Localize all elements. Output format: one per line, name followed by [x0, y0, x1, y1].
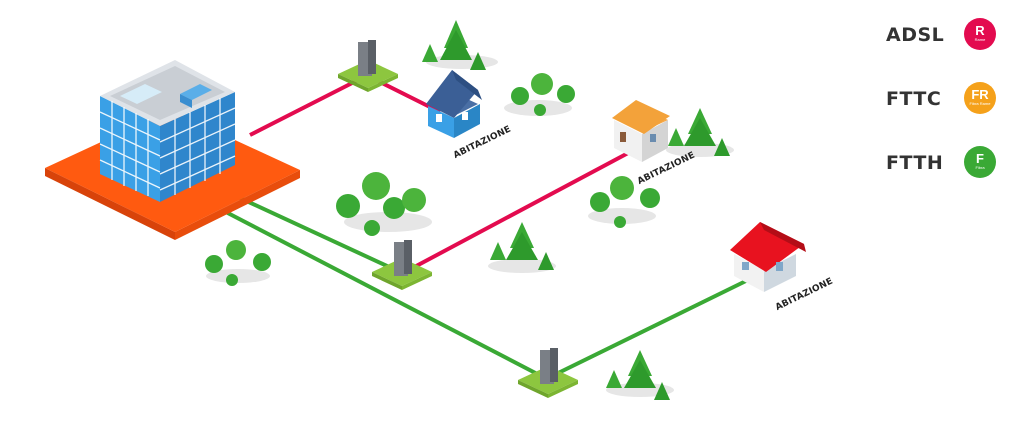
fiber-badge-icon: F Fibra [964, 146, 996, 178]
street-cabinet-1 [338, 40, 398, 92]
pine-cluster [422, 20, 498, 70]
legend: ADSL R Rame FTTC FR Fibra Rame FTTH F Fi… [880, 18, 1020, 210]
pine-cluster [488, 222, 556, 273]
fttc-fiber-line [239, 196, 401, 274]
badge-sub: Fibra [975, 165, 985, 170]
red-house [730, 222, 806, 292]
street-cabinet-3 [518, 348, 578, 398]
tree-cluster [504, 73, 575, 116]
badge-code: R [975, 23, 985, 38]
legend-row-adsl: ADSL R Rame [880, 18, 1020, 82]
fttc-copper-line [404, 150, 631, 274]
street-cabinet-2 [372, 240, 432, 290]
legend-row-ftth: FTTH F Fibra [880, 146, 1020, 210]
pine-cluster [606, 350, 674, 400]
copper-badge-icon: R Rame [964, 18, 996, 50]
yellow-house [612, 100, 670, 162]
tree-cluster [588, 176, 660, 228]
badge-code: F [976, 151, 984, 166]
fiber-copper-badge-icon: FR Fibra Rame [964, 82, 996, 114]
legend-row-fttc: FTTC FR Fibra Rame [880, 82, 1020, 146]
tree-cluster [205, 240, 271, 286]
pine-cluster [666, 108, 734, 157]
badge-code: FR [971, 87, 989, 102]
legend-label: ADSL [886, 24, 945, 46]
ftth-fiber-line-2 [547, 276, 753, 380]
tree-cluster [336, 172, 432, 236]
blue-house [426, 70, 482, 138]
ftth-fiber-line-1 [221, 208, 546, 380]
badge-sub: Fibra Rame [969, 101, 991, 106]
badge-sub: Rame [974, 37, 986, 42]
central-office-building [45, 60, 300, 240]
adsl-line-office-to-cabinet [249, 76, 363, 137]
legend-label: FTTC [886, 88, 942, 110]
connection-lines [221, 76, 753, 380]
legend-label: FTTH [886, 152, 944, 174]
